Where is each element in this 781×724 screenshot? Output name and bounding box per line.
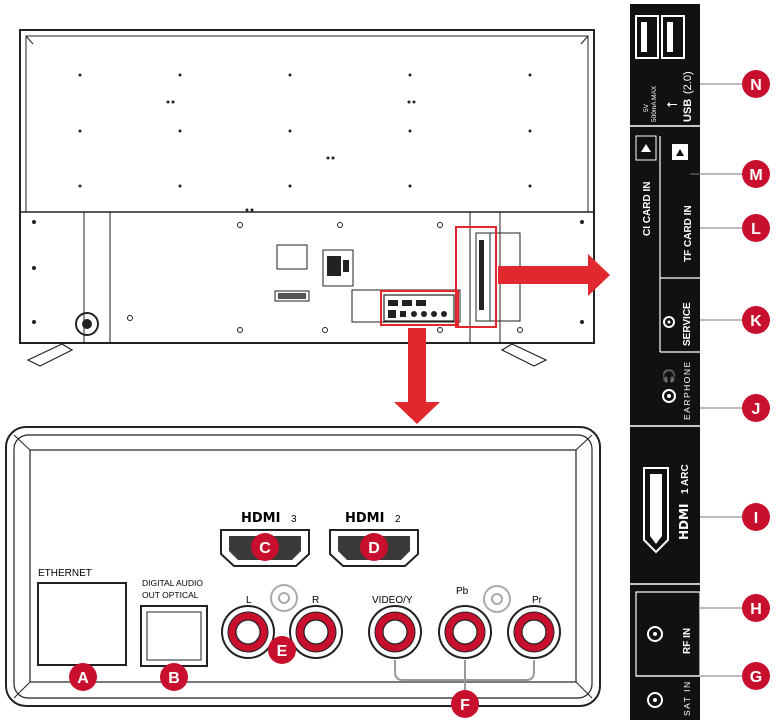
right-foot [500, 343, 548, 367]
usb-spec-current: 500mA MAX [651, 85, 658, 122]
badge-i: I [742, 503, 770, 531]
service-label: SERVICE [682, 302, 693, 346]
usb-icon: ⭠ [666, 95, 677, 111]
bottom-terminal-panel: HDMI 3 HDMI 2 ETHERNET DIGITAL AUDIO OUT… [5, 426, 601, 707]
hdmi1-number: 1 [680, 488, 691, 494]
svg-text:F: F [460, 697, 470, 714]
audio-l-label: L [246, 595, 252, 606]
badge-c: C [251, 533, 279, 561]
hdmi2-logo: HDMI [345, 511, 384, 526]
tv-back-view [19, 29, 595, 367]
video-y-jack[interactable] [368, 605, 422, 659]
left-foot [26, 343, 74, 367]
sat-in-label: SAT IN [682, 680, 692, 716]
sat-in-port[interactable] [647, 692, 663, 708]
svg-text:E: E [277, 643, 288, 660]
badge-e: E [268, 636, 296, 664]
badge-k: K [742, 306, 770, 334]
badge-g: G [742, 662, 770, 690]
hdmi3-logo: HDMI [241, 511, 280, 526]
rf-in-label: RF IN [682, 628, 693, 654]
upper-screws [78, 73, 532, 212]
svg-text:B: B [168, 670, 180, 687]
audio-ground-ring [270, 584, 298, 612]
svg-text:N: N [750, 77, 762, 94]
tv-label-plate [276, 244, 308, 270]
svg-text:G: G [750, 669, 762, 686]
ci-card-label: CI CARD IN [642, 182, 653, 236]
badge-d: D [360, 533, 388, 561]
badge-l: L [742, 214, 770, 242]
svg-text:A: A [77, 670, 89, 687]
pb-jack[interactable] [438, 605, 492, 659]
tf-card-label: TF CARD IN [683, 205, 694, 262]
earphone-port[interactable] [662, 389, 676, 403]
usb-spec-voltage: 5V [643, 103, 650, 112]
pr-jack[interactable] [507, 605, 561, 659]
optical-label-line2: OUT OPTICAL [142, 590, 199, 600]
pr-label: Pr [532, 595, 543, 606]
headphone-icon: 🎧 [662, 369, 677, 383]
ethernet-label: ETHERNET [38, 568, 92, 579]
arrow-down [394, 328, 440, 424]
svg-text:C: C [259, 540, 271, 557]
svg-text:I: I [754, 510, 758, 527]
rf-in-port[interactable] [647, 626, 663, 642]
audio-r-label: R [312, 595, 319, 606]
badge-f: F [451, 690, 479, 718]
ethernet-port[interactable] [37, 582, 127, 666]
earphone-label: EARPHONE [682, 360, 692, 420]
svg-text:M: M [749, 167, 762, 184]
badge-a: A [69, 663, 97, 691]
service-port[interactable] [663, 316, 675, 328]
side-terminal-panel: 5V 500mA MAX ⭠ USB (2.0) CI CARD IN TF C… [630, 4, 701, 720]
hdmi1-arc-label: ARC [680, 464, 691, 486]
video-ground-ring [483, 585, 511, 613]
badge-n: N [742, 70, 770, 98]
video-y-label: VIDEO/Y [372, 595, 413, 606]
pb-label: Pb [456, 586, 469, 597]
mini-terminal-bottom [383, 294, 455, 322]
audio-l-jack[interactable] [221, 605, 275, 659]
badges: A B C D E F G H I J K L M N [69, 70, 770, 718]
badge-b: B [160, 663, 188, 691]
usb-label: USB [682, 99, 694, 122]
usb-version: (2.0) [682, 71, 694, 94]
ci-card-icon [635, 135, 657, 161]
svg-text:K: K [750, 313, 762, 330]
leader-lines [690, 83, 742, 677]
optical-port[interactable] [140, 605, 208, 667]
badge-m: M [742, 160, 770, 188]
hdmi3-number: 3 [291, 514, 297, 525]
tv-center-body [109, 211, 471, 344]
bottom-terminal-highlight [380, 290, 459, 326]
arrow-right [498, 254, 610, 296]
hdmi2-number: 2 [395, 514, 401, 525]
audio-r-jack[interactable] [289, 605, 343, 659]
hdmi1-logo: HDMI [677, 504, 691, 540]
tv-upper-panel [25, 35, 589, 213]
side-terminal-highlight [455, 226, 497, 328]
badge-j: J [742, 394, 770, 422]
svg-text:H: H [750, 601, 762, 618]
svg-text:D: D [368, 540, 380, 557]
power-socket [322, 249, 354, 287]
badge-h: H [742, 594, 770, 622]
svg-text:L: L [751, 221, 761, 238]
optical-label-line1: DIGITAL AUDIO [142, 578, 203, 588]
hdmi1-arc-port[interactable] [643, 467, 669, 554]
stand-screw [75, 312, 99, 336]
svg-text:J: J [752, 401, 761, 418]
